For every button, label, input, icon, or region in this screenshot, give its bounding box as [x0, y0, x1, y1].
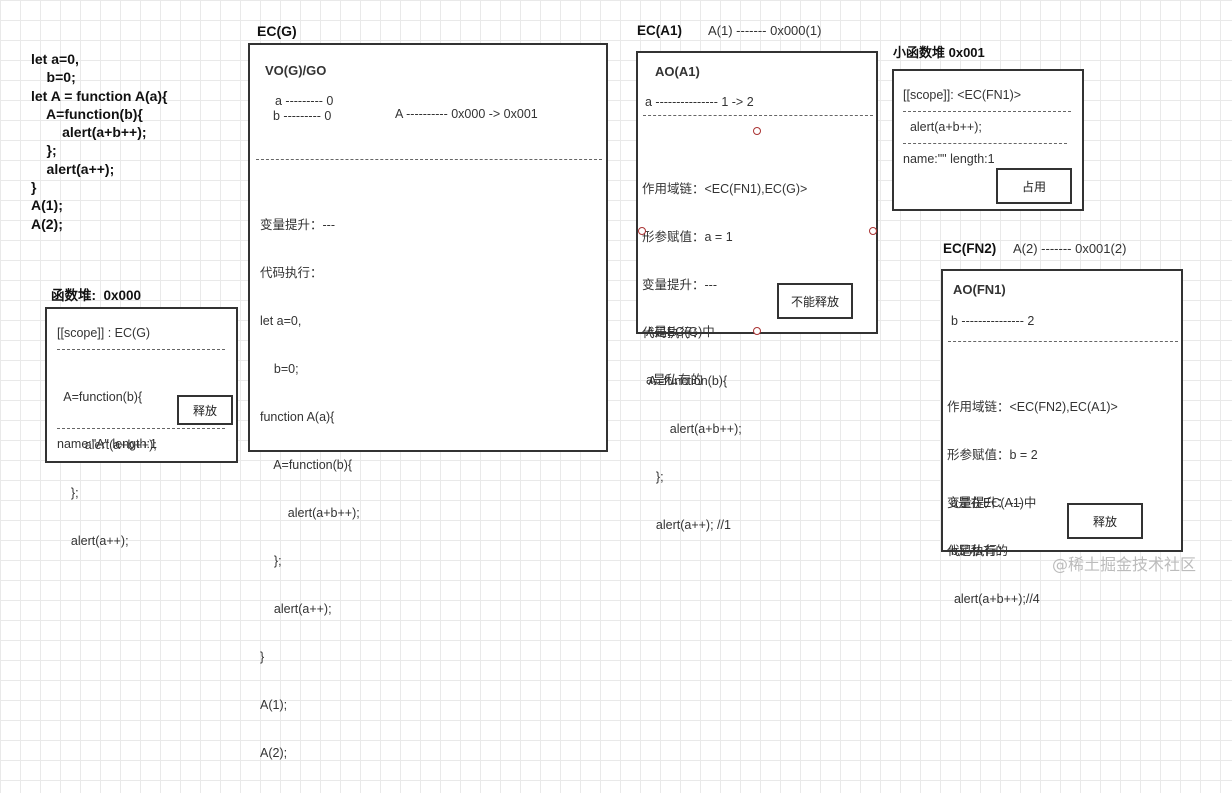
- ec-a1-body: 作用域链：<EC(FN1),EC(G)> 形参赋值：a = 1 变量提升：---…: [642, 149, 807, 565]
- divider: [256, 159, 602, 160]
- ec-g-body-line: A(2);: [260, 746, 288, 760]
- ec-g-body-line: function A(a){: [260, 410, 335, 424]
- ec-fn2-title: EC(FN2): [943, 241, 997, 256]
- ec-fn2-note-line: b是私有的: [951, 544, 1008, 558]
- ec-g-var-A: A ---------- 0x000 -> 0x001: [395, 107, 538, 121]
- ec-a1-body-line: };: [642, 470, 664, 484]
- left-code-line: b=0;: [31, 69, 76, 86]
- ec-g-box[interactable]: VO(G)/GO a --------- 0 b --------- 0 A -…: [248, 43, 608, 760]
- ec-a1-body-line: 代码执行：: [642, 326, 705, 340]
- divider: [57, 428, 225, 429]
- ec-g-body-line: }: [260, 650, 265, 664]
- ec-a1-box[interactable]: AO(A1) a --------------- 1 -> 2 作用域链：<EC…: [636, 51, 878, 532]
- ec-g-body-line: alert(a+b++);: [260, 506, 360, 520]
- ec-g-body-line: 变量提升：---: [260, 218, 335, 232]
- heap-000-code-line: A=function(b){: [57, 390, 143, 404]
- left-code-line: let a=0,: [31, 51, 79, 67]
- ao-fn1-title: AO(FN1): [953, 282, 1006, 297]
- heap-001-title: 小函数堆 0x001: [893, 45, 985, 60]
- ec-g-body-line: let a=0,: [260, 314, 302, 328]
- ec-fn2-body-line: 代码执行：: [947, 544, 1010, 558]
- heap-000-scope: [[scope]] : EC(G): [57, 326, 151, 340]
- left-code-line: let A = function A(a){: [31, 87, 168, 104]
- heap-001-code: alert(a+b++);: [903, 120, 982, 134]
- heap-000-code-line: alert(a++);: [57, 534, 129, 548]
- ec-fn2-note-line: a是在EC(A1)中: [951, 496, 1037, 510]
- left-code-line: A=function(b){: [31, 105, 143, 122]
- heap-001-meta: name:"" length:1: [903, 152, 995, 166]
- ec-a1-body-line: 变量提升：---: [642, 278, 717, 292]
- left-code-line: };: [31, 142, 57, 159]
- ec-fn2-box[interactable]: AO(FN1) b --------------- 2 作用域链：<EC(FN2…: [941, 269, 1183, 606]
- left-code-line: A(2);: [31, 215, 63, 232]
- divider: [903, 111, 1071, 112]
- ec-g-title: EC(G): [257, 23, 297, 39]
- release-button[interactable]: 释放: [177, 395, 233, 425]
- ec-g-body-line: alert(a++);: [260, 602, 332, 616]
- ec-fn2-call-info: A(2) ------- 0x001(2): [1013, 241, 1127, 256]
- ec-a1-call-info: A(1) ------- 0x000(1): [708, 23, 822, 38]
- heap-000-code: A=function(b){ alert(a+b++); }; alert(a+…: [57, 357, 157, 581]
- ec-fn2-note: a是在EC(A1)中 b是私有的: [951, 463, 1036, 591]
- ec-g-body-line: b=0;: [260, 362, 299, 376]
- ec-a1-note: A是EC(G)中 a是私有的: [646, 292, 715, 420]
- ec-fn2-body-line: 变量提升：---: [947, 496, 1022, 510]
- heap-001-scope: [[scope]]: <EC(FN1)>: [903, 88, 1022, 102]
- left-code-line: alert(a++);: [31, 160, 115, 177]
- divider: [948, 341, 1178, 342]
- ec-fn2-var-b: b --------------- 2: [951, 314, 1035, 328]
- resize-handle-left[interactable]: [638, 227, 646, 235]
- ec-fn2-body-line: 作用域链：<EC(FN2),EC(A1)>: [947, 400, 1118, 414]
- keep-button[interactable]: 不能释放: [777, 283, 853, 319]
- ec-fn2-body-line: 形参赋值：b = 2: [947, 448, 1038, 462]
- left-code-line: A(1);: [31, 197, 63, 214]
- release-button[interactable]: 释放: [1067, 503, 1143, 539]
- heap-001-box[interactable]: [[scope]]: <EC(FN1)> alert(a+b++); name:…: [892, 69, 1084, 211]
- ec-a1-body-line: A=function(b){: [642, 374, 728, 388]
- heap-000-title: 函数堆: 0x000: [51, 288, 142, 303]
- resize-handle-bottom[interactable]: [753, 327, 761, 335]
- ec-a1-body-line: 作用域链：<EC(FN1),EC(G)>: [642, 182, 808, 196]
- heap-000-code-line: alert(a+b++);: [57, 438, 157, 452]
- ec-g-body: 变量提升：--- 代码执行： let a=0, b=0; function A(…: [260, 185, 360, 793]
- divider: [903, 143, 1067, 144]
- vo-title: VO(G)/GO: [265, 63, 327, 78]
- ec-g-body-line: 代码执行：: [260, 266, 323, 280]
- ec-a1-body-line: alert(a++); //1: [642, 518, 731, 532]
- heap-000-meta: name:"A" length:1: [57, 437, 157, 451]
- ec-g-var-b: b --------- 0: [273, 109, 332, 123]
- occupied-button[interactable]: 占用: [996, 168, 1072, 204]
- ec-a1-body-line: alert(a+b++);: [642, 422, 742, 436]
- left-code-line: }: [31, 179, 37, 196]
- resize-handle-top[interactable]: [753, 127, 761, 135]
- heap-000-code-line: };: [57, 486, 79, 500]
- ec-a1-note-line: A是EC(G)中: [646, 325, 715, 339]
- ec-a1-body-line: 形参赋值：a = 1: [642, 230, 733, 244]
- divider: [643, 115, 873, 116]
- heap-000-box[interactable]: [[scope]] : EC(G) A=function(b){ alert(a…: [45, 307, 238, 548]
- left-code-block: let a=0, b=0; let A = function A(a){ A=f…: [31, 50, 168, 233]
- watermark: @稀土掘金技术社区: [1052, 555, 1197, 574]
- ec-g-body-line: A(1);: [260, 698, 288, 712]
- left-code-line: alert(a+b++);: [31, 124, 147, 141]
- ao-a1-title: AO(A1): [655, 64, 700, 79]
- ec-fn2-body-line: alert(a+b++);//4: [947, 592, 1040, 606]
- resize-handle-right[interactable]: [869, 227, 877, 235]
- ec-g-var-a: a --------- 0: [275, 94, 334, 108]
- ec-a1-var-a: a --------------- 1 -> 2: [645, 95, 754, 109]
- ec-g-body-line: A=function(b){: [260, 458, 353, 472]
- ec-g-body-line: };: [260, 554, 282, 568]
- ec-a1-title: EC(A1): [637, 23, 683, 38]
- divider: [57, 349, 225, 350]
- ec-a1-note-line: a是私有的: [646, 373, 703, 387]
